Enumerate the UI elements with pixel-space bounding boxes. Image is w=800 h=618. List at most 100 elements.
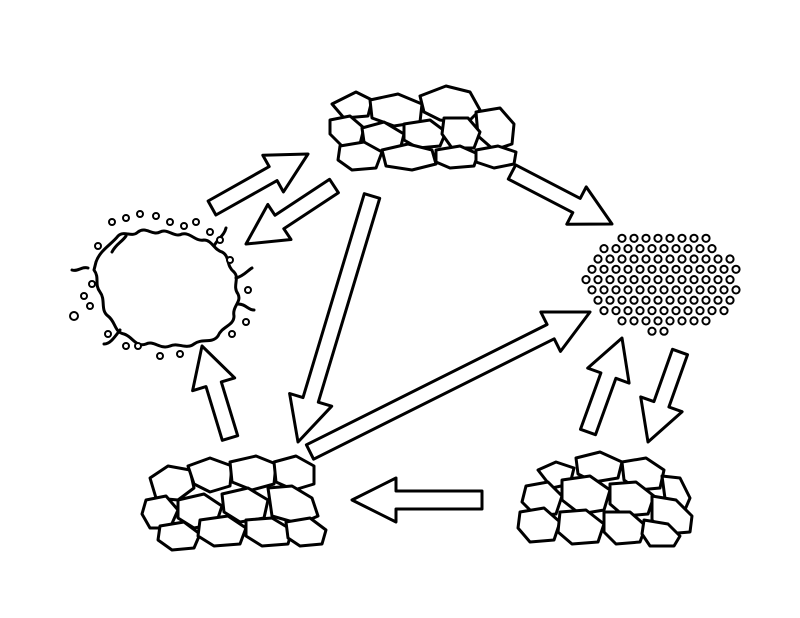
right-sediment-particles <box>581 233 741 336</box>
sediment-particle <box>617 275 627 285</box>
sediment-particle <box>665 233 675 243</box>
arrow-bottom-left-to-left <box>191 344 240 442</box>
sediment-particle <box>713 295 723 305</box>
sediment-particle <box>647 244 657 254</box>
sediment-particle <box>677 233 687 243</box>
sediment-particle <box>635 244 645 254</box>
sediment-particle <box>713 254 723 264</box>
sediment-particle <box>617 295 627 305</box>
sediment-particle <box>647 285 657 295</box>
sediment-particle <box>665 254 675 264</box>
sediment-particle <box>725 275 735 285</box>
sediment-particle <box>695 285 705 295</box>
sediment-particle <box>647 306 657 316</box>
sediment-particle <box>671 264 681 274</box>
sediment-particle <box>665 316 675 326</box>
sediment-particle <box>659 306 669 316</box>
sediment-particle <box>671 306 681 316</box>
sediment-particle <box>725 254 735 264</box>
sediment-particle <box>653 295 663 305</box>
sediment-particle <box>617 233 627 243</box>
sediment-particle <box>653 233 663 243</box>
sediment-particle <box>659 244 669 254</box>
sediment-particle <box>611 285 621 295</box>
sediment-particle <box>731 285 741 295</box>
sediment-particle <box>593 254 603 264</box>
sediment-particle <box>599 264 609 274</box>
sediment-particle <box>677 295 687 305</box>
sediment-particle <box>659 264 669 274</box>
sediment-particle <box>677 316 687 326</box>
sediment-particle <box>683 264 693 274</box>
sediment-particle <box>623 244 633 254</box>
sediment-particle <box>629 254 639 264</box>
sediment-particle <box>623 306 633 316</box>
sediment-particle <box>689 275 699 285</box>
sediment-particle <box>623 285 633 295</box>
sediment-particle <box>653 254 663 264</box>
sediment-particle <box>707 264 717 274</box>
sediment-particle <box>587 285 597 295</box>
sediment-particle <box>701 275 711 285</box>
sediment-particle <box>593 275 603 285</box>
sediment-particle <box>641 275 651 285</box>
sediment-particle <box>599 285 609 295</box>
sediment-particle <box>689 254 699 264</box>
cycle-arrows <box>191 152 689 524</box>
sediment-particle <box>731 264 741 274</box>
sediment-particle <box>701 254 711 264</box>
sediment-particle <box>635 285 645 295</box>
sediment-particle <box>605 254 615 264</box>
sediment-particle <box>647 326 657 336</box>
sediment-particle <box>683 306 693 316</box>
sediment-particle <box>635 264 645 274</box>
sediment-particle <box>719 264 729 274</box>
arrow-right-to-bottom-right <box>639 347 689 444</box>
sediment-particle <box>707 244 717 254</box>
sediment-particle <box>617 316 627 326</box>
sediment-particle <box>629 316 639 326</box>
sediment-particle <box>701 233 711 243</box>
sediment-particle <box>605 275 615 285</box>
sediment-particle <box>725 295 735 305</box>
sediment-particle <box>653 275 663 285</box>
sediment-particle <box>713 275 723 285</box>
sediment-particle <box>641 316 651 326</box>
sediment-particle <box>689 295 699 305</box>
sediment-particle <box>707 306 717 316</box>
sediment-particle <box>653 316 663 326</box>
arrow-top-to-left <box>244 177 340 246</box>
sediment-particle <box>629 233 639 243</box>
arrow-top-to-right <box>506 163 614 226</box>
sediment-particle <box>641 233 651 243</box>
sediment-particle <box>587 264 597 274</box>
sediment-particle <box>635 306 645 316</box>
sediment-particle <box>671 285 681 295</box>
sediment-particle <box>683 285 693 295</box>
sediment-particle <box>581 275 591 285</box>
sediment-particle <box>701 295 711 305</box>
sediment-particle <box>659 285 669 295</box>
sediment-particle <box>629 295 639 305</box>
bottom-left-rock-pile <box>140 454 328 552</box>
sediment-particle <box>599 306 609 316</box>
left-magma-blob <box>69 210 256 360</box>
sediment-particle <box>701 316 711 326</box>
sediment-particle <box>719 285 729 295</box>
sediment-particle <box>665 275 675 285</box>
sediment-particle <box>689 316 699 326</box>
sediment-particle <box>671 244 681 254</box>
sediment-particle <box>605 295 615 305</box>
arrow-top-to-bottom-left <box>288 192 382 444</box>
sediment-particle <box>695 244 705 254</box>
sediment-particle <box>695 306 705 316</box>
sediment-particle <box>677 275 687 285</box>
arrow-bottom-right-to-right <box>579 336 631 437</box>
sediment-particle <box>647 264 657 274</box>
sediment-particle <box>611 264 621 274</box>
sediment-particle <box>695 264 705 274</box>
sediment-particle <box>641 295 651 305</box>
sediment-particle <box>629 275 639 285</box>
bottom-right-rock-pile <box>516 450 694 548</box>
